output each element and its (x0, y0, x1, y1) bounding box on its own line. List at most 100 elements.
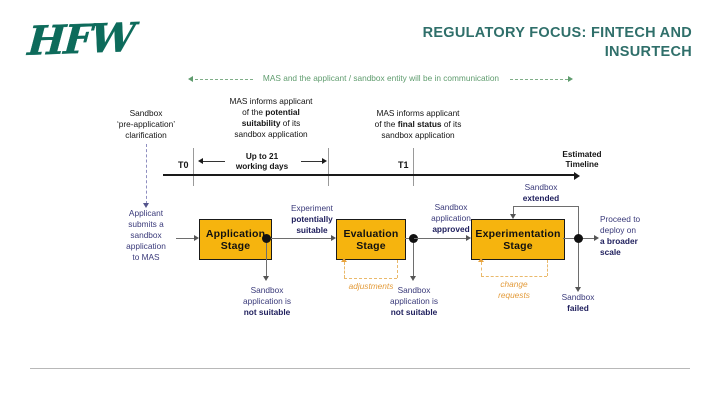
junction-to-experimentation-line (414, 238, 468, 239)
milestone-0-line-3-tail: of its (280, 118, 301, 128)
page-title: REGULATORY FOCUS: FINTECH AND INSURTECH (332, 24, 692, 62)
sandbox-failed-line (578, 243, 579, 288)
transition-3-line-2: deploy on (600, 225, 636, 235)
transition-0-bold-2: suitable (296, 225, 328, 235)
transition-3-line-1: Proceed to (600, 214, 641, 224)
evaluation-stage-line-2: Stage (356, 239, 386, 252)
change-requests-loop-left (481, 262, 482, 276)
change-requests-loop-arrowhead (478, 258, 484, 262)
transition-0-bold-1: potentially (291, 214, 333, 224)
transition-1-bold: approved (432, 224, 470, 234)
entry-line-1: Applicant (128, 208, 164, 218)
evaluation-reject-line (413, 243, 414, 277)
timeline-label-t1: T1 (398, 160, 409, 170)
not-suitable-application-label: Sandbox application is not suitable (228, 285, 306, 318)
milestone-0-line-2: of the potential (208, 107, 334, 118)
timeline-tick-t0 (193, 148, 194, 186)
estimated-timeline-line-1: Estimated (562, 150, 602, 159)
milestone-0-line-4: sandbox application (234, 129, 308, 139)
failure-0-line-1: Sandbox (250, 285, 284, 295)
failure-2-line-1: Sandbox (561, 292, 595, 302)
communication-banner-label: MAS and the applicant / sandbox entity w… (262, 73, 500, 83)
adjustments-loop-left (344, 262, 345, 278)
duration-line-right (301, 161, 323, 163)
application-stage-box[interactable]: Application Stage (199, 219, 272, 260)
timeline-axis (163, 174, 575, 177)
milestone-final-status-label: MAS informs applicant of the final statu… (355, 108, 481, 141)
duration-arrow-left (198, 158, 203, 164)
milestone-0-bold-1: potential (265, 107, 300, 117)
transition-0-line-3: suitable (275, 225, 349, 236)
failure-2-bold: failed (567, 303, 589, 313)
milestone-1-line-3: sandbox application (381, 130, 455, 140)
transition-3-bold-1: a broader (600, 236, 638, 246)
pre-application-label: Sandbox ‘pre-application’ clarification (106, 108, 186, 141)
junction-after-evaluation (409, 234, 418, 243)
failure-1-bold: not suitable (390, 307, 438, 317)
transition-3-line-4: scale (600, 247, 662, 258)
adjustments-loop-arrowhead (341, 258, 347, 262)
duration-line-2: working days (235, 162, 289, 171)
experimentation-to-junction-line (563, 238, 579, 239)
transition-1-line-1: Sandbox (434, 202, 468, 212)
transition-2-line-2: extended (506, 193, 576, 204)
pre-application-connector (146, 144, 147, 204)
failure-0-bold: not suitable (243, 307, 291, 317)
experimentation-stage-line-2: Stage (503, 239, 533, 252)
loop-1-line-1: change (500, 279, 528, 289)
pre-application-line-2: ‘pre-application’ (116, 119, 176, 129)
timeline-tick-t1 (413, 148, 414, 186)
communication-dash-right (510, 79, 568, 80)
adjustments-loop-bottom (344, 278, 397, 279)
extended-loop-top (513, 206, 579, 207)
pre-application-line-1: Sandbox (129, 108, 163, 118)
adjustments-loop-right (397, 260, 398, 278)
extended-loop-arrowhead (510, 214, 516, 219)
entry-connector (176, 238, 195, 239)
junction-to-evaluation-line (271, 238, 333, 239)
communication-dash-left (195, 79, 253, 80)
evaluation-entry-arrowhead (331, 235, 336, 241)
proceed-arrowhead (594, 235, 599, 241)
entry-line-4: application (126, 241, 166, 251)
transition-1-line-3: approved (420, 224, 482, 235)
application-stage-text: Application Stage (206, 228, 265, 252)
potentially-suitable-label: Experiment potentially suitable (275, 203, 349, 236)
proceed-line (583, 238, 596, 239)
entry-label: Applicant submits a sandbox application … (112, 208, 180, 263)
entry-line-2: submits a (128, 219, 164, 229)
communication-arrow-right (568, 76, 573, 82)
duration-line-left (203, 161, 225, 163)
transition-3-line-3: a broader (600, 236, 662, 247)
proceed-broader-scale-label: Proceed to deploy on a broader scale (600, 214, 662, 258)
milestone-0-line-1: MAS informs applicant (229, 96, 313, 106)
failure-0-line-2: application is (243, 296, 291, 306)
failure-0-line-3: not suitable (228, 307, 306, 318)
failure-1-line-3: not suitable (375, 307, 453, 318)
milestone-potential-suitability-label: MAS informs applicant of the potential s… (208, 96, 334, 140)
transition-0-line-2: potentially (275, 214, 349, 225)
extended-loop-left (513, 206, 514, 215)
experimentation-entry-arrowhead (466, 235, 471, 241)
experimentation-stage-text: Experimentation Stage (475, 228, 560, 252)
milestone-1-line-2-text: of the (374, 119, 398, 129)
duration-label: Up to 21 working days (222, 152, 302, 172)
failure-1-line-1: Sandbox (397, 285, 431, 295)
transition-0-line-1: Experiment (291, 203, 333, 213)
duration-line-1: Up to 21 (245, 152, 279, 161)
extended-loop-right (578, 206, 579, 238)
not-suitable-evaluation-label: Sandbox application is not suitable (375, 285, 453, 318)
timeline-label-t0: T0 (178, 160, 189, 170)
evaluation-stage-box[interactable]: Evaluation Stage (336, 219, 406, 260)
sandbox-failed-arrowhead (575, 287, 581, 292)
footer-divider (30, 368, 690, 369)
estimated-timeline-label: Estimated Timeline (550, 150, 614, 170)
milestone-0-line-3: suitability of its (208, 118, 334, 129)
experimentation-stage-box[interactable]: Experimentation Stage (471, 219, 565, 260)
estimated-timeline-line-2: Timeline (565, 160, 599, 169)
pre-application-line-3: clarification (125, 130, 167, 140)
transition-1-line-2: application (431, 213, 471, 223)
communication-arrow-left (188, 76, 193, 82)
application-stage-line-2: Stage (220, 239, 251, 252)
change-requests-label: change requests (478, 279, 550, 301)
